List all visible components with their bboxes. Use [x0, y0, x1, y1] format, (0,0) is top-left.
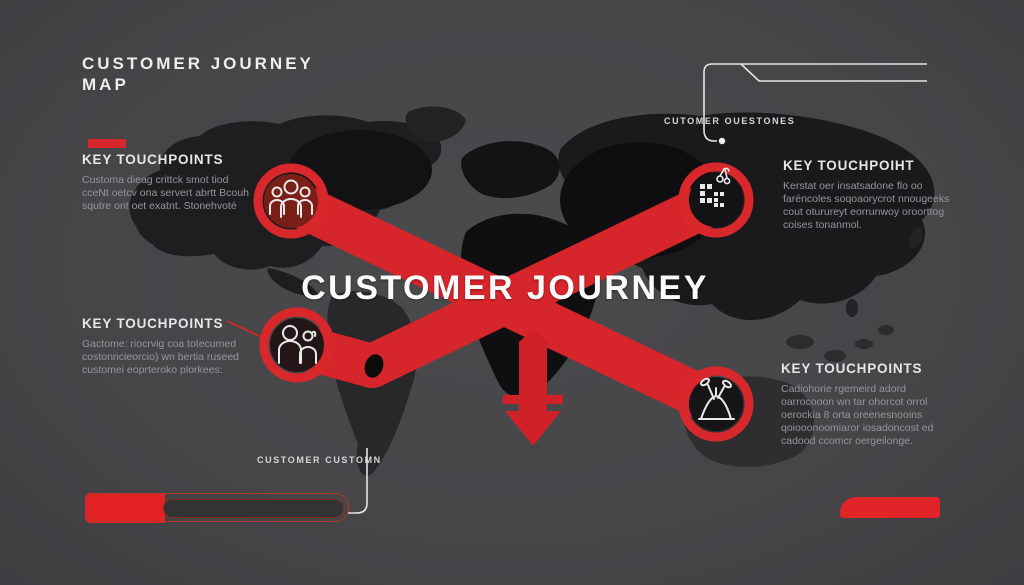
data-grid-icon	[700, 184, 724, 207]
touchpoint-block-bottom-left: KEY TOUCHPOINTS Gactome: riocrvig coa to…	[82, 316, 262, 377]
progress-bar-outline	[85, 493, 349, 522]
deco-line-bottom-left	[348, 448, 368, 514]
people-chat-icon	[278, 325, 317, 364]
continent-europe	[461, 141, 560, 199]
node-circle-ring	[678, 162, 754, 238]
center-journey-title: CUSTOMER JOURNEY	[301, 269, 709, 307]
touchpoint-heading: KEY TOUCHPOINTS	[82, 152, 224, 167]
red-pointer-line	[226, 320, 267, 340]
ribbon-pin-hole	[364, 354, 384, 378]
progress-bar-track	[163, 499, 344, 518]
island	[878, 325, 894, 335]
touchpoint-heading: KEY TOUCHPOINTS	[82, 316, 224, 331]
island-japan	[909, 227, 923, 249]
continent-greenland	[405, 106, 466, 142]
touchpoint-block-top-right: KEY TOUCHPOIHT Kerstat oer insatsadone f…	[783, 158, 963, 232]
island	[786, 335, 814, 349]
deco-dot	[718, 137, 726, 145]
deco-line	[740, 63, 927, 82]
island	[824, 350, 846, 362]
cherry-icon	[716, 167, 731, 185]
touchpoint-heading: KEY TOUCHPOIHT	[783, 158, 915, 173]
continent-central-america	[267, 268, 318, 296]
page-title: CUSTOMER JOURNEY MAP	[82, 54, 314, 94]
title-accent-dash	[88, 139, 126, 148]
label-customer-milestones: CUTOMER OUESTONES	[664, 116, 796, 126]
touchpoint-body: Kerstat oer insatsadone flo oo faréncole…	[783, 180, 950, 231]
touchpoint-block-top-left: KEY TOUCHPOINTS Customa dieag crittck sm…	[82, 152, 262, 213]
touchpoint-heading: KEY TOUCHPOINTS	[781, 361, 923, 376]
island	[855, 339, 873, 349]
corner-red-accent	[840, 497, 940, 518]
touchpoint-body: Cadiohorie rgemeird adord oarrocooon wn …	[781, 383, 934, 447]
deco-lines-top-right	[703, 63, 927, 142]
label-customer-custom: CUSTOMER CUSTOMN	[257, 455, 382, 465]
ribbon-topleft-bottomright	[281, 181, 726, 424]
journey-nodes	[253, 162, 754, 442]
people-group-icon	[269, 179, 313, 218]
touchpoint-body: Customa dieag crittck smot tiod cceNt oe…	[82, 174, 249, 212]
down-arrow	[503, 329, 563, 446]
launch-icon	[698, 377, 735, 420]
touchpoint-body: Gactome: riocrvig coa totecumed costonnc…	[82, 338, 239, 376]
island	[846, 299, 858, 317]
node-circle-ring	[253, 163, 329, 239]
touchpoint-block-bottom-right: KEY TOUCHPOINTS Cadiohorie rgemeird ador…	[781, 361, 976, 448]
node-circle-ring	[678, 366, 754, 442]
deco-line	[703, 63, 927, 142]
node-circle-fill	[689, 377, 743, 431]
node-circle-ring	[259, 307, 335, 383]
